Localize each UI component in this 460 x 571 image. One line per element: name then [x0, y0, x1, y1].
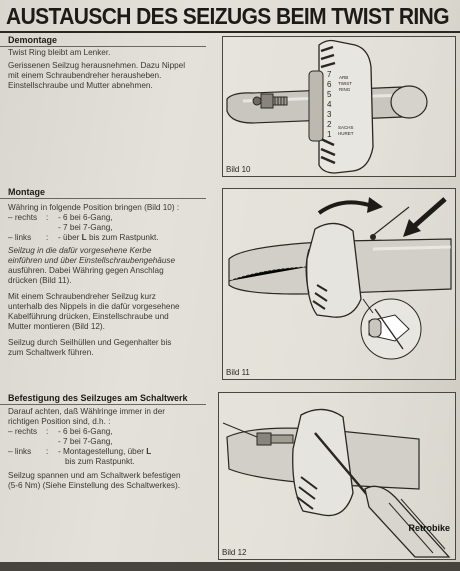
twist-ring-illustration: 7 6 5 4 3 2 1 ARB TWIST RING SACHS HURET — [226, 39, 428, 174]
paragraph-line: Mit einem Schraubendreher Seilzug kurz — [8, 292, 156, 301]
ring-number: 4 — [327, 100, 332, 109]
figure-label: Bild 10 — [226, 165, 251, 174]
paragraph-line: Mutter montieren (Bild 12). — [8, 322, 105, 331]
figure-label: Bild 11 — [226, 368, 250, 377]
list-row: - 7 bei 7-Gang, — [8, 437, 218, 447]
list-value: - 6 bei 6-Gang, — [58, 213, 113, 222]
list-key: – links — [8, 233, 32, 242]
ring-label: RING — [339, 87, 351, 92]
paragraph-line: (5-6 Nm) (Siehe Einstellung des Schaltwe… — [8, 481, 181, 490]
list-key: – rechts — [8, 213, 38, 222]
list-row: bis zum Rastpunkt. — [8, 457, 218, 467]
section-rule — [0, 404, 206, 405]
paragraph-line: drücken (Bild 11). — [8, 276, 72, 285]
ring-label: SACHS — [338, 125, 354, 130]
list-key: – rechts — [8, 427, 38, 436]
paragraph-line: unterhalb des Nippels in die dafür vorge… — [8, 302, 180, 311]
title-rule — [0, 31, 460, 33]
section-heading-befestigung: Befestigung des Seilzuges am Schaltwerk — [8, 393, 188, 403]
photo-edge-band — [0, 562, 460, 571]
section-heading-demontage: Demontage — [8, 35, 58, 45]
cable-insertion-illustration — [228, 197, 452, 360]
ring-number: 2 — [327, 120, 332, 129]
list-row: – rechts: - 6 bei 6-Gang, — [8, 427, 113, 436]
list-value: - 6 bei 6-Gang, — [58, 427, 113, 436]
list-row: – rechts: - 6 bei 6-Gang, — [8, 213, 113, 222]
ring-label: ARB — [339, 75, 348, 80]
list-row: - 7 bei 7-Gang, — [8, 223, 218, 233]
paragraph-line: Einstellschraube und Mutter abnehmen. — [8, 81, 153, 90]
paragraph-line: Währing in folgende Position bringen (Bi… — [8, 203, 180, 212]
ring-number: 7 — [327, 70, 332, 79]
paragraph-line: Seilzug in die dafür vorgesehene Kerbe — [8, 246, 152, 255]
list-value: - über L bis zum Rastpunkt. — [58, 233, 159, 242]
paragraph-line: Seilzug spannen und am Schaltwerk befest… — [8, 471, 181, 480]
list-value: - 7 bei 7-Gang, — [58, 437, 113, 446]
paragraph-line: ausführen. Dabei Währing gegen Anschlag — [8, 266, 164, 275]
watermark-text: Retrobike — [408, 523, 450, 533]
list-key: – links — [8, 447, 32, 456]
section-heading-montage: Montage — [8, 187, 45, 197]
ring-number: 1 — [327, 130, 332, 139]
montage-text: Währing in folgende Position bringen (Bi… — [8, 203, 218, 358]
section-rule — [0, 46, 206, 47]
figure-bild-12: Bild 12 — [218, 392, 456, 560]
page-title: AUSTAUSCH DES SEIZUGS BEIM TWIST RING — [6, 4, 450, 30]
list-value: - 7 bei 7-Gang, — [58, 223, 113, 232]
paragraph-line: richtigen Position sind, d.h. : — [8, 417, 111, 426]
list-value: bis zum Rastpunkt. — [65, 457, 135, 466]
paragraph-line: mit einem Schraubendreher herausheben. — [8, 71, 162, 80]
paragraph-line: Gerissenen Seilzug herausnehmen. Dazu Ni… — [8, 61, 186, 70]
cable-fixing-illustration — [222, 408, 451, 558]
demontage-text: Twist Ring bleibt am Lenker. Gerissenen … — [8, 48, 214, 91]
list-row: – links: - Montagestellung, über L — [8, 447, 152, 456]
paragraph-line: zum Schaltwerk führen. — [8, 348, 94, 357]
ring-number: 6 — [327, 80, 332, 89]
ring-number: 3 — [327, 110, 332, 119]
figure-bild-10: 7 6 5 4 3 2 1 ARB TWIST RING SACHS HURET… — [222, 36, 456, 177]
paragraph-line: Seilzug durch Seilhüllen und Gegenhalter… — [8, 338, 172, 347]
paragraph-line: Darauf achten, daß Wählringe immer in de… — [8, 407, 165, 416]
ring-label: TWIST — [338, 81, 352, 86]
figure-bild-11: Bild 11 — [222, 188, 456, 380]
befestigung-text: Darauf achten, daß Wählringe immer in de… — [8, 407, 218, 491]
figure-label: Bild 12 — [222, 548, 247, 557]
paragraph-line: einführen und über Einstellschraubengehä… — [8, 256, 176, 265]
ring-number: 5 — [327, 90, 332, 99]
paragraph-line: Kabelführung drücken, Einstellschraube u… — [8, 312, 169, 321]
section-rule — [0, 198, 206, 199]
ring-label: HURET — [338, 131, 354, 136]
list-value: - Montagestellung, über L — [58, 447, 152, 456]
list-row: – links: - über L bis zum Rastpunkt. — [8, 233, 159, 242]
paragraph: Twist Ring bleibt am Lenker. — [8, 48, 111, 57]
